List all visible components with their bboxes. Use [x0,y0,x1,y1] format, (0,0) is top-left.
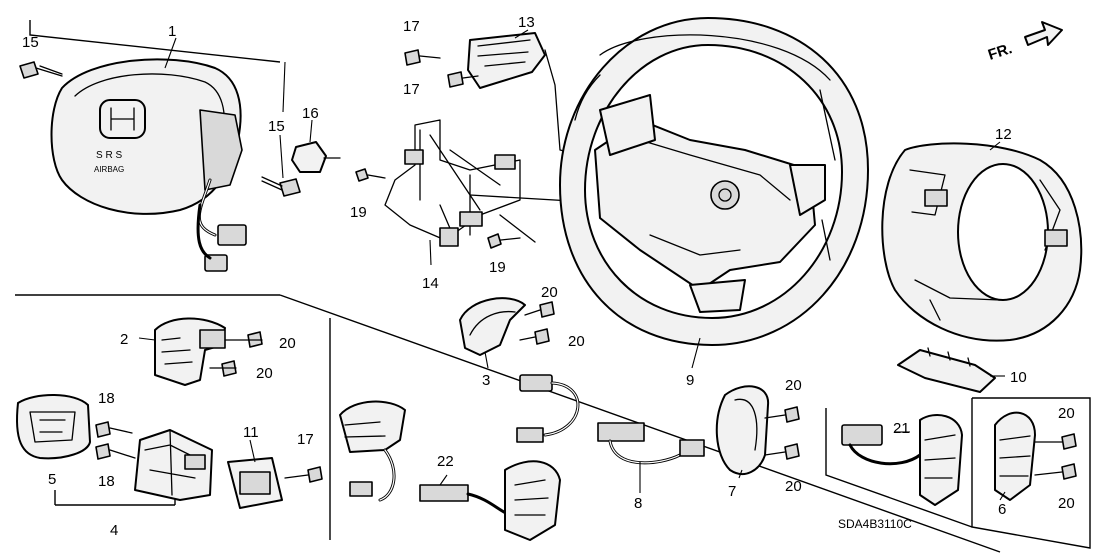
callout-18-bottom: 18 [98,473,115,490]
callout-20-switch2-top: 20 [279,335,296,352]
callout-13: 13 [518,14,535,31]
callout-10: 10 [1010,369,1027,386]
diagram-code: SDA4B3110C [838,517,912,531]
callout-14: 14 [422,275,439,292]
callout-16: 16 [302,105,319,122]
callout-1: 1 [168,23,176,40]
lower-cover-10 [897,347,996,393]
callout-19-right: 19 [489,259,506,276]
callout-15-right: 15 [268,118,285,135]
callout-9: 9 [686,372,694,389]
screw-20-icons [209,301,1077,480]
callout-7: 7 [728,483,736,500]
switch-21 [841,414,963,506]
switch-assembly-4 [134,429,213,501]
callout-20-switch2-bottom: 20 [256,365,273,382]
screw-19-right-icon [487,233,521,249]
honda-logo-icon [99,99,146,139]
callout-15-left: 15 [22,34,39,51]
callout-8: 8 [634,495,642,512]
callout-21: 21 [893,420,910,437]
callout-4: 4 [110,522,118,539]
airbag-module: S R S AIRBAG [50,58,247,272]
screw-18-bottom-icon [95,443,136,460]
callout-2: 2 [120,331,128,348]
rear-cover-12 [881,142,1083,342]
screw-18-top-icon [95,421,133,438]
callout-18-top: 18 [98,390,115,407]
screw-19-left-icon [355,168,386,182]
callout-3: 3 [482,372,490,389]
callout-6: 6 [998,501,1006,518]
bezel-5 [16,394,91,460]
airbag-emblem-text: S R S [96,150,122,161]
wire-harness-8 [516,374,705,465]
screw-17-bottom-icon [284,466,323,483]
bolt-15-left-icon [19,61,63,79]
callout-19-left: 19 [350,204,367,221]
callout-22: 22 [437,453,454,470]
bolt-15-right-icon [261,176,301,197]
nut-16-icon [291,141,341,173]
callout-11: 11 [243,424,259,441]
screw-17-top-icon [404,49,441,66]
callout-20-cover3-top: 20 [541,284,558,301]
callout-20-cover7-bottom: 20 [785,478,802,495]
front-arrow-icon [1024,21,1063,46]
callout-20-switch6-top: 20 [1058,405,1075,422]
front-direction-marker: FR. [986,21,1063,64]
callout-17-top: 17 [403,18,420,35]
cover-7 [715,385,770,475]
switch-6 [994,411,1036,501]
callout-5: 5 [48,471,56,488]
callout-labels: 1 2 3 4 5 6 7 8 9 10 11 12 13 14 15 15 1… [22,14,1075,539]
callout-17-bottom: 17 [297,431,314,448]
wire-harness-22 [339,400,561,541]
airbag-emblem-subtext: AIRBAG [94,165,124,174]
callout-17-mid: 17 [403,81,420,98]
callout-20-cover3-right: 20 [568,333,585,350]
switch-cover-2 [154,317,226,386]
callout-20-switch6-bottom: 20 [1058,495,1075,512]
cover-3 [459,297,526,356]
callout-20-cover7-top: 20 [785,377,802,394]
callout-12: 12 [995,126,1012,143]
screw-17-mid-icon [447,71,479,88]
front-marker-label: FR. [986,40,1014,64]
steering-wheel [559,17,869,346]
leader-lines [138,29,1006,501]
switch-11 [227,457,283,509]
